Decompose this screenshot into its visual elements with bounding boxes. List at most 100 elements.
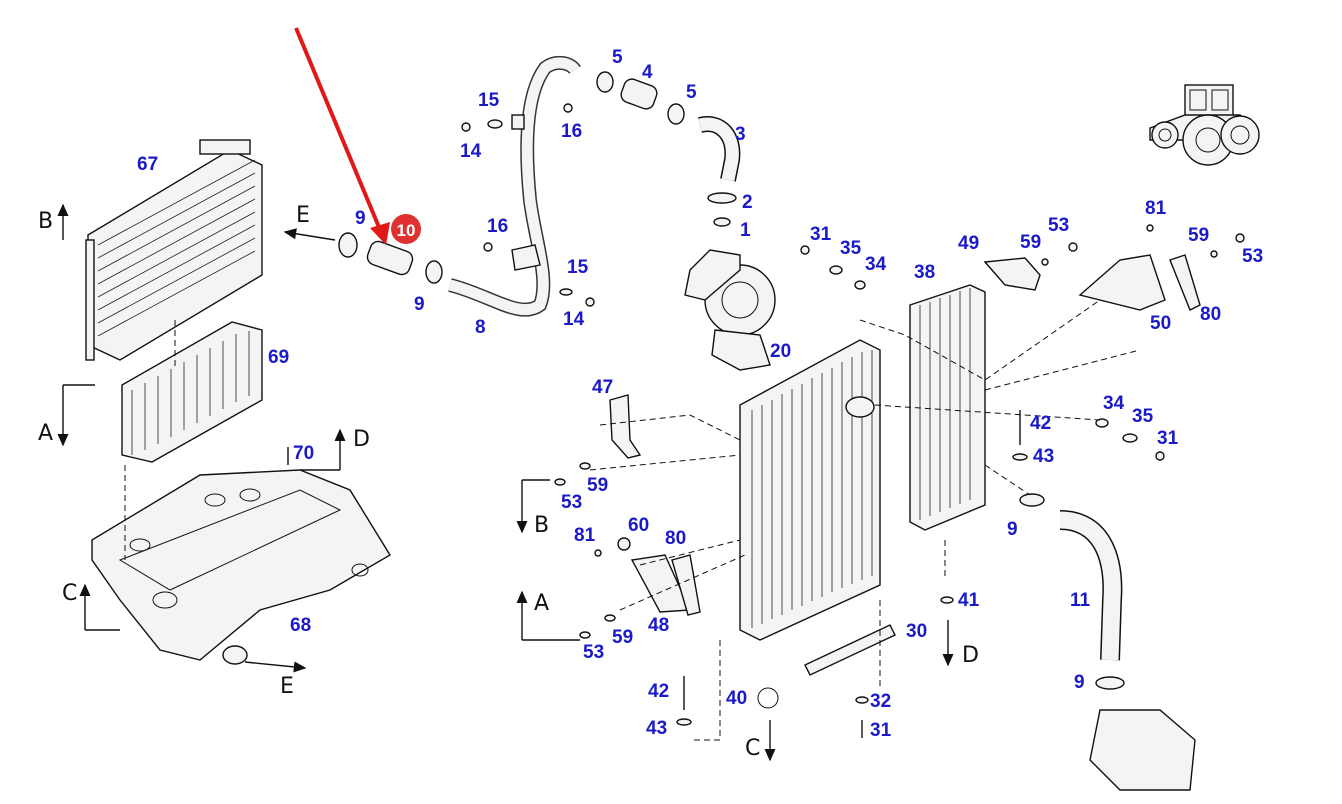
clamp-9d: [1095, 676, 1125, 690]
hose-10-highlighted: [366, 240, 414, 276]
callout-53d: 53: [583, 642, 604, 663]
view-letter-c-right: C: [745, 736, 760, 761]
bracket-49: [983, 257, 1041, 291]
callout-20: 20: [770, 341, 791, 362]
clamp-2: [707, 192, 737, 204]
callout-53c: 53: [561, 492, 582, 513]
view-letter-e-top: E: [296, 203, 310, 228]
strap-80: [671, 554, 701, 616]
intercooler-radiator: [739, 339, 881, 641]
callout-9c: 9: [1007, 519, 1018, 540]
callout-14a: 14: [460, 141, 482, 162]
condenser-67: [85, 139, 263, 361]
highlight-arrow: [294, 27, 383, 233]
highlight-arrow-head: [370, 222, 390, 245]
callout-47: 47: [592, 377, 613, 398]
clamp-5: [596, 71, 614, 93]
clamp-5b: [667, 103, 685, 125]
callout-49: 49: [958, 233, 979, 254]
callout-70: 70: [293, 443, 314, 464]
view-letter-a-right: A: [534, 591, 549, 616]
callout-31a: 31: [810, 224, 832, 245]
callout-34a: 34: [865, 254, 887, 275]
radiator-69: [121, 321, 263, 463]
clamp-9: [338, 232, 358, 258]
leader-lines: [124, 299, 1141, 741]
callout-67: 67: [137, 154, 158, 175]
hose-11: [1059, 511, 1121, 661]
callout-80b: 80: [665, 528, 686, 549]
bracket-30: [804, 624, 896, 676]
view-letter-b-right: B: [534, 513, 549, 538]
callout-1: 1: [740, 220, 751, 241]
sleeve-4: [620, 78, 658, 110]
callout-43b: 43: [1033, 446, 1054, 467]
view-arrows: [57, 203, 954, 762]
callout-42b: 42: [1030, 413, 1051, 434]
view-letter-b-left: B: [38, 209, 53, 234]
highlight-badge-label: 10: [397, 221, 416, 240]
view-letter-d-right: D: [962, 643, 979, 668]
callout-59b: 59: [1188, 225, 1209, 246]
callout-38: 38: [914, 262, 935, 283]
callout-16a: 16: [561, 121, 582, 142]
callout-60: 60: [628, 515, 649, 536]
view-letter-c-left: C: [62, 581, 77, 606]
callout-5b: 5: [686, 82, 697, 103]
callout-15a: 15: [478, 90, 500, 111]
elbow-3: [698, 117, 739, 182]
callout-59c: 59: [587, 475, 608, 496]
bracket-50: [1078, 254, 1166, 311]
callout-81b: 81: [574, 525, 596, 546]
callout-31c: 31: [870, 720, 892, 741]
frame-68: [91, 469, 391, 665]
callout-8: 8: [475, 317, 486, 338]
turbo-housing-bottom: [1089, 709, 1196, 791]
view-letter-d-left: D: [353, 427, 370, 452]
callout-53b: 53: [1242, 246, 1263, 267]
callout-30: 30: [906, 621, 927, 642]
callout-35a: 35: [840, 238, 862, 259]
callout-2: 2: [742, 192, 753, 213]
callout-43a: 43: [646, 718, 667, 739]
callout-16b: 16: [487, 216, 508, 237]
oil-cooler-38: [909, 284, 986, 531]
turbocharger-20: [684, 249, 776, 371]
callout-14b: 14: [563, 309, 585, 330]
hardware-right: [554, 224, 1245, 738]
highlight-badge: [391, 214, 421, 244]
callout-11: 11: [1070, 590, 1091, 611]
callout-41: 41: [958, 590, 980, 611]
bracket-47: [609, 394, 642, 459]
tractor-icon: [1149, 84, 1260, 166]
callout-15b: 15: [567, 257, 589, 278]
callout-68: 68: [290, 615, 311, 636]
callout-69: 69: [268, 347, 289, 368]
callout-34b: 34: [1103, 393, 1125, 414]
callout-35b: 35: [1132, 406, 1154, 427]
oring-1: [713, 217, 731, 227]
callout-9d: 9: [1074, 672, 1085, 693]
callout-48: 48: [648, 615, 669, 636]
callout-42a: 42: [648, 681, 669, 702]
callout-80a: 80: [1200, 304, 1221, 325]
pipe-8: [447, 55, 582, 318]
callout-5a: 5: [612, 47, 623, 68]
clamp-9b: [425, 260, 443, 284]
callout-59d: 59: [612, 627, 633, 648]
callout-3: 3: [735, 124, 746, 145]
callout-81a: 81: [1145, 198, 1167, 219]
callout-40: 40: [726, 688, 747, 709]
callout-9b: 9: [414, 294, 425, 315]
view-letter-e-bottom: E: [280, 674, 294, 699]
callout-31b: 31: [1157, 428, 1179, 449]
hardware-14-15-16: [461, 103, 595, 307]
callout-59a: 59: [1020, 232, 1041, 253]
callout-9a: 9: [355, 208, 366, 229]
callout-4: 4: [642, 62, 653, 83]
callout-53a: 53: [1048, 215, 1069, 236]
callout-32: 32: [870, 691, 891, 712]
view-letter-a-left: A: [38, 421, 53, 446]
